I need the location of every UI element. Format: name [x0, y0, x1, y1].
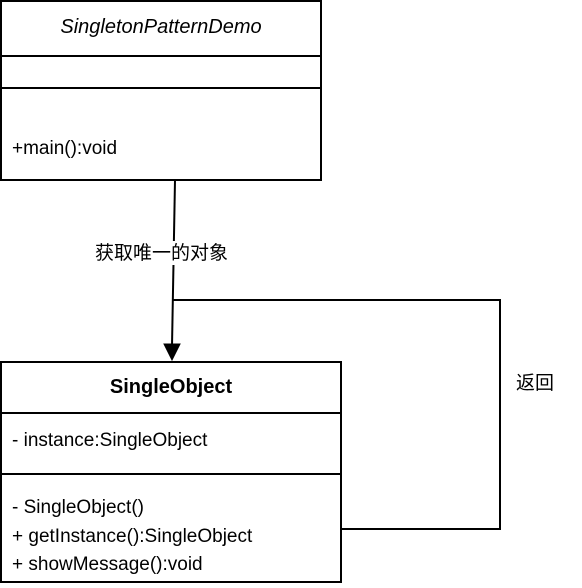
single-object-class-name: SingleObject	[109, 376, 233, 398]
demo-method-main: +main():void	[12, 138, 118, 159]
demo-class-box[interactable]: SingletonPatternDemo +main():void	[0, 0, 322, 181]
method-get-instance: + getInstance():SingleObject	[12, 526, 253, 547]
single-object-divider-2	[2, 473, 340, 475]
return-edge	[173, 299, 501, 530]
get-instance-label: 获取唯一的对象	[95, 241, 229, 265]
demo-class-name: SingletonPatternDemo	[60, 16, 262, 38]
single-object-class-box[interactable]: SingleObject - instance:SingleObject - S…	[0, 361, 342, 583]
method-constructor: - SingleObject()	[12, 497, 144, 518]
demo-class-divider-1	[2, 55, 320, 57]
single-object-divider-1	[2, 412, 340, 414]
attribute-instance: - instance:SingleObject	[12, 430, 208, 451]
demo-class-attributes	[2, 57, 320, 89]
arrowhead-icon	[163, 343, 181, 362]
return-label: 返回	[516, 372, 555, 394]
method-show-message: + showMessage():void	[12, 554, 203, 575]
demo-class-divider-2	[2, 87, 320, 89]
